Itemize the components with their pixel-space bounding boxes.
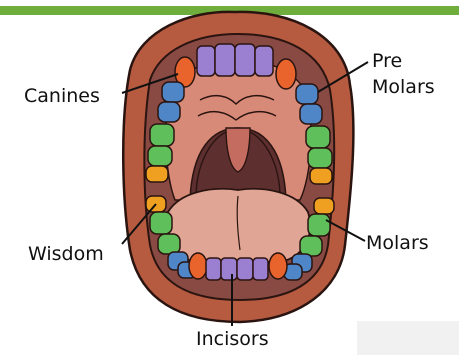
upper-premolar-right — [296, 84, 318, 104]
lower-incisor — [221, 258, 237, 280]
upper-wisdom-right — [310, 168, 332, 184]
lower-molar-left — [158, 234, 180, 254]
upper-molar-left — [148, 146, 172, 166]
corner-patch — [357, 321, 459, 355]
lower-canine-left — [189, 253, 207, 279]
upper-molar-left — [150, 124, 174, 146]
upper-canine-right — [276, 59, 296, 89]
upper-premolar-left — [158, 102, 180, 122]
lower-molar-right — [300, 236, 322, 256]
label-canines: Canines — [24, 85, 100, 107]
upper-premolar-left — [162, 82, 184, 102]
lower-incisor — [237, 258, 253, 280]
upper-molar-right — [306, 126, 330, 148]
upper-incisor — [197, 46, 215, 76]
lower-wisdom-right — [314, 198, 334, 214]
label-wisdom: Wisdom — [28, 243, 104, 265]
lower-canine-right — [269, 253, 287, 279]
lower-molar-left — [150, 212, 172, 234]
upper-incisor — [215, 44, 235, 76]
label-molars: Molars — [366, 232, 429, 254]
lower-incisor — [206, 258, 221, 280]
upper-molar-right — [308, 148, 332, 168]
label-pre-molars-line1: Pre — [372, 50, 402, 72]
label-pre-molars-line2: Molars — [372, 76, 435, 98]
label-incisors: Incisors — [196, 328, 269, 350]
lower-incisor — [253, 258, 268, 280]
upper-incisor — [235, 44, 255, 76]
upper-incisor — [255, 46, 273, 76]
upper-premolar-right — [300, 104, 322, 124]
lower-molar-right — [308, 214, 330, 236]
upper-wisdom-left — [146, 166, 168, 182]
